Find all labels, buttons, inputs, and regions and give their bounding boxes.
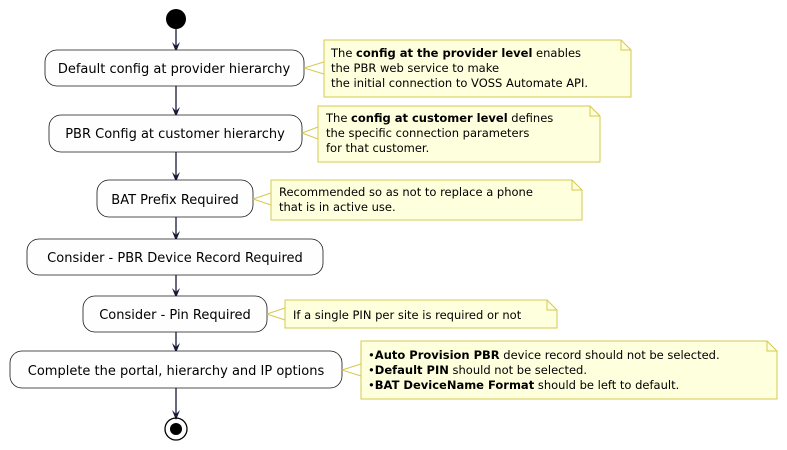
note-provider-config: The config at the provider level enables… — [303, 39, 632, 98]
activity-consider-pbr-device-record: Consider - PBR Device Record Required — [26, 238, 324, 276]
note-line-2: the PBR web service to make — [331, 61, 499, 75]
activity-label: Consider - PBR Device Record Required — [47, 251, 303, 266]
note-line-1: The config at the provider level enables — [330, 46, 581, 60]
note-customer-config: The config at customer level defines the… — [301, 105, 601, 163]
note-pin-required: If a single PIN per site is required or … — [266, 299, 558, 329]
activity-complete-portal-options: Complete the portal, hierarchy and IP op… — [9, 350, 343, 389]
note-line-1: If a single PIN per site is required or … — [293, 308, 522, 322]
activity-label: BAT Prefix Required — [111, 193, 238, 208]
activity-pbr-config-customer: PBR Config at customer hierarchy — [48, 114, 303, 153]
note-line-3: the initial connection to VOSS Automate … — [331, 76, 588, 90]
note-line-1: Recommended so as not to replace a phone — [279, 185, 533, 199]
note-bullet-1: •Auto Provision PBR device record should… — [368, 348, 720, 362]
activity-bat-prefix-required: BAT Prefix Required — [96, 179, 254, 218]
note-line-2: the specific connection parameters — [326, 126, 529, 140]
activity-label: Consider - Pin Required — [99, 308, 251, 323]
note-line-1: The config at customer level defines — [325, 111, 553, 125]
activity-consider-pin-required: Consider - Pin Required — [82, 295, 268, 333]
start-node — [166, 9, 186, 29]
note-bullet-3: •BAT DeviceName Format should be left to… — [368, 378, 679, 392]
activity-label: Default config at provider hierarchy — [58, 62, 291, 77]
note-portal-options: •Auto Provision PBR device record should… — [341, 340, 778, 400]
activity-default-config-provider: Default config at provider hierarchy — [44, 49, 305, 87]
note-line-3: for that customer. — [326, 141, 429, 155]
note-line-2: that is in active use. — [279, 200, 396, 214]
activity-label: PBR Config at customer hierarchy — [65, 127, 285, 142]
end-node — [164, 417, 188, 441]
note-bullet-2: •Default PIN should not be selected. — [368, 363, 587, 377]
note-bat-prefix: Recommended so as not to replace a phone… — [252, 179, 583, 221]
activity-label: Complete the portal, hierarchy and IP op… — [28, 364, 325, 379]
